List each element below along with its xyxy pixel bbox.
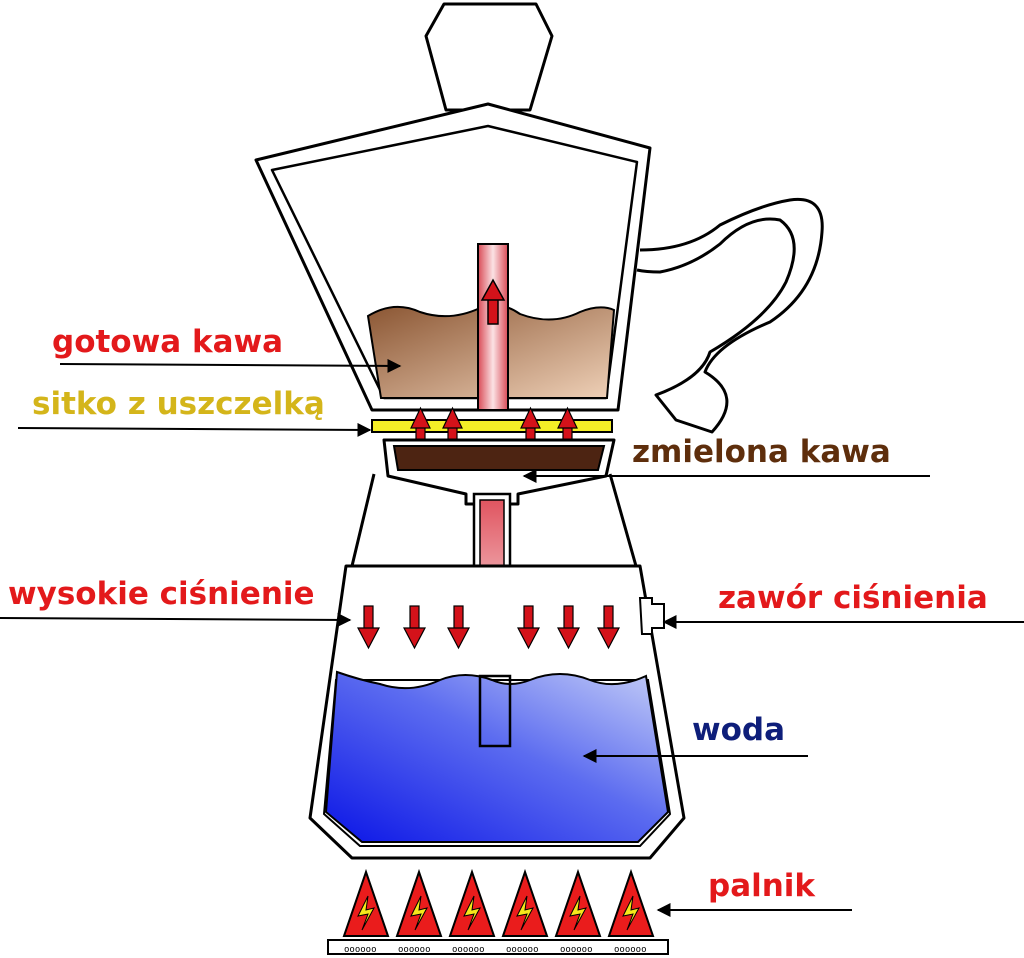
label-zmielona-kawa: zmielona kawa <box>632 434 891 470</box>
handle <box>636 197 824 434</box>
arrow-down-icon <box>597 605 620 650</box>
burner-holes: oooooo <box>506 945 539 955</box>
leader-wysokie-cisnienie <box>0 612 352 627</box>
burner-holes: oooooo <box>560 945 593 955</box>
lower-chamber <box>308 564 686 860</box>
flame-icon <box>554 868 602 937</box>
arrow-up-icon <box>480 278 506 325</box>
arrow-up-icon <box>520 406 541 451</box>
burner-holes: oooooo <box>344 945 377 955</box>
pressure-valve <box>638 597 665 635</box>
burner: oooooo oooooo oooooo oooooo oooooo ooooo… <box>327 868 669 955</box>
label-sitko: sitko z uszczelką <box>32 386 325 422</box>
burner-base <box>327 939 669 955</box>
flame-icon <box>607 868 655 937</box>
flame-icon <box>342 868 390 937</box>
arrow-down-icon <box>557 605 580 650</box>
upper-chamber <box>254 2 824 434</box>
leader-gotowa-kawa <box>59 358 402 373</box>
burner-holes: oooooo <box>452 945 485 955</box>
burner-holes: oooooo <box>614 945 647 955</box>
boiler-inner <box>322 679 672 847</box>
label-zawor-cisnienia: zawór ciśnienia <box>718 580 988 616</box>
arrow-down-icon <box>517 605 540 650</box>
flame-icon <box>501 868 549 937</box>
flame-icon <box>395 868 443 937</box>
arrow-up-icon <box>557 406 578 451</box>
collar <box>350 473 638 567</box>
arrow-down-icon <box>447 605 470 650</box>
riser-tube <box>477 243 509 411</box>
arrow-down-icon <box>357 605 380 650</box>
burner-holes: oooooo <box>398 945 431 955</box>
arrow-up-icon <box>442 406 463 451</box>
arrow-down-icon <box>403 605 426 650</box>
filter-arrows <box>410 406 578 451</box>
leader-sitko <box>17 422 372 437</box>
leader-lines <box>0 358 1024 917</box>
label-woda: woda <box>692 712 785 748</box>
pressure-arrows <box>357 605 620 650</box>
lid-knob <box>424 2 554 112</box>
label-wysokie-cisnienie: wysokie ciśnienie <box>8 576 315 612</box>
filter-plate <box>371 419 613 433</box>
flame-icon <box>448 868 496 937</box>
label-palnik: palnik <box>708 868 816 904</box>
label-gotowa-kawa: gotowa kawa <box>52 324 283 360</box>
ground-coffee <box>392 445 606 471</box>
water <box>324 670 670 843</box>
